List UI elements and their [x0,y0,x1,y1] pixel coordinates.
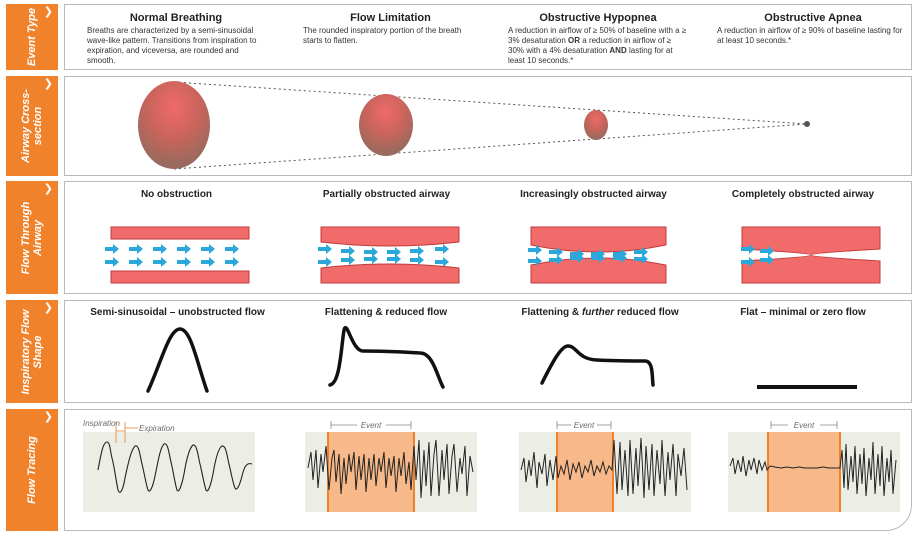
row-label-flow-through: ❯ Flow Through Airway [6,181,58,294]
row-label-text: Flow Through Airway [20,201,44,274]
tracing-hypopnea [520,437,688,499]
flow-tracing-diagram: Inspiration Expiration Event Event [83,419,900,512]
flow-header: No obstruction [140,189,213,200]
flow-header: Completely obstructed airway [731,189,875,200]
flow-header: Increasingly obstructed airway [520,189,667,200]
row-label-event-type: ❯ Event Type [6,4,58,70]
shape-header: Flattening & further reduced flow [521,307,679,318]
airway-panel [64,76,912,176]
event-hypopnea: Obstructive Hypopnea A reduction in airf… [508,12,688,66]
event-region [557,432,613,512]
event-apnea: Obstructive Apnea A reduction in airflow… [717,12,909,46]
row-label-text: Airway Cross-section [20,89,44,163]
airway-cross-section-medium [359,94,413,156]
row-label-flow-tracing: ❯ Flow Tracing [6,409,58,531]
perspective-line-top [173,81,808,125]
chevron-icon: ❯ [43,183,53,195]
shape-sinusoidal [146,327,209,393]
tracing-background [83,432,255,512]
shape-flat [757,385,857,389]
chevron-icon: ❯ [43,78,53,90]
airway-cross-section-large [138,81,210,169]
flow-through-diagram [105,226,881,284]
event-flow-limitation: Flow Limitation The rounded inspiratory … [303,12,478,46]
row-label-text: Event Type [26,7,38,67]
airway-wall-top [320,226,460,247]
row-label-text: Flow Tracing [26,436,38,504]
shape-further-flattened [540,344,655,387]
airway-wall-top [530,226,667,253]
airway-wall-bottom [320,263,460,284]
inspiration-label: Inspiration [83,419,120,428]
shape-header: Semi-sinusoidal – unobstructed flow [90,307,265,318]
tracing-normal [97,441,253,493]
row-label-airway: ❯ Airway Cross-section [6,76,58,176]
airway-cross-section-small [584,110,608,140]
event-title: Normal Breathing [129,12,223,24]
event-normal: Normal Breathing Breaths are characteriz… [87,12,265,66]
event-title: Obstructive Apnea [764,12,862,24]
airway-wall-top [110,226,250,240]
event-description: A reduction in airflow of ≥ 90% of basel… [717,26,903,45]
airway-cross-section-diagram [138,81,810,170]
event-label: Event [361,421,382,430]
event-label: Event [574,421,595,430]
event-description: Breaths are characterized by a semi-sinu… [87,26,257,65]
event-title: Flow Limitation [350,12,431,24]
chevron-icon: ❯ [43,6,53,18]
shape-header: Flattening & reduced flow [324,307,448,318]
airway-cross-section-closed [804,121,810,127]
chevron-icon: ❯ [43,411,53,423]
tracing-flow-limitation [307,439,474,499]
perspective-line-bottom [173,123,808,170]
expiration-label: Expiration [139,424,175,433]
chevron-icon: ❯ [43,302,53,314]
shape-flattened [328,325,445,389]
flow-tracing-panel: Inspiration Expiration Event Event [64,409,912,531]
event-title: Obstructive Hypopnea [539,12,657,24]
airway-wall-bottom [110,270,250,284]
row-label-inspiratory: ❯ Inspiratory Flow Shape [6,300,58,403]
flow-through-panel: No obstruction Partially obstructed airw… [64,181,912,294]
event-description: A reduction in airflow of ≥ 50% of basel… [508,26,687,65]
shape-header: Flat – minimal or zero flow [740,307,866,318]
event-label: Event [794,421,815,430]
airflow-arrows [105,244,239,267]
event-region [768,432,840,512]
row-label-text: Inspiratory Flow Shape [20,309,44,394]
event-description: The rounded inspiratory portion of the b… [303,26,462,45]
tracing-apnea [729,441,897,497]
inspiratory-shape-panel: Semi-sinusoidal – unobstructed flow Flat… [64,300,912,403]
inspiratory-shape-diagram [146,325,857,393]
event-type-panel: Normal Breathing Breaths are characteriz… [64,4,912,70]
flow-header: Partially obstructed airway [322,189,451,200]
